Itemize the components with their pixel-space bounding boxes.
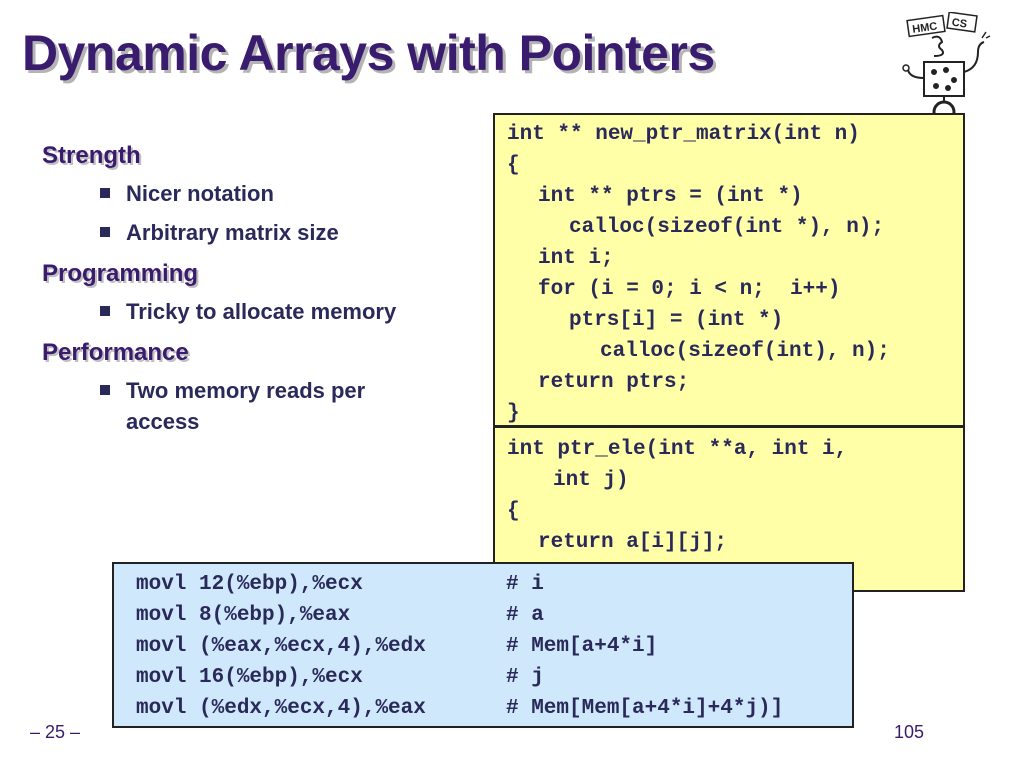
code-line: calloc(sizeof(int *), n); [569, 216, 885, 239]
assembly-listing: movl 12(%ebp),%ecx # i movl 8(%ebp),%eax… [112, 562, 854, 728]
code-new-ptr-matrix: int ** new_ptr_matrix(int n) { int ** pt… [493, 113, 965, 427]
asm-comment: # Mem[Mem[a+4*i]+4*j)] [506, 697, 784, 720]
code-line: for (i = 0; i < n; i++) [538, 278, 841, 301]
code-line: } [507, 402, 520, 425]
asm-row: movl 8(%ebp),%eax # a [136, 600, 852, 631]
performance-bullets: Two memory reads per access [42, 375, 472, 437]
programming-bullets: Tricky to allocate memory [42, 296, 472, 327]
heading-performance: Performance [42, 339, 189, 366]
code-line: calloc(sizeof(int), n); [600, 340, 890, 363]
slide-number: 105 [894, 722, 925, 742]
bullet-arbitrary-size: Arbitrary matrix size [42, 217, 472, 248]
code-line: { [507, 154, 520, 177]
code-line: return a[i][j]; [538, 531, 728, 554]
asm-instruction: movl 8(%ebp),%eax [136, 604, 351, 627]
asm-comment: # Mem[a+4*i] [506, 635, 658, 658]
code-line: int ptr_ele(int **a, int i, [507, 438, 848, 461]
code-line: int i; [538, 247, 614, 270]
asm-comment: # j [506, 666, 544, 689]
bullet-two-memory-reads: Two memory reads per access [42, 375, 416, 437]
asm-instruction: movl (%edx,%ecx,4),%eax [136, 697, 426, 720]
outline-list: Strength Nicer notation Arbitrary matrix… [42, 142, 472, 449]
asm-row: movl 16(%ebp),%ecx # j [136, 662, 852, 693]
code-line: int j) [553, 469, 629, 492]
code-line: { [507, 500, 520, 523]
code-line: int ** ptrs = (int *) [538, 185, 803, 208]
asm-row: movl 12(%ebp),%ecx # i [136, 569, 852, 600]
bullet-tricky-allocate: Tricky to allocate memory [42, 296, 472, 327]
heading-strength: Strength [42, 142, 141, 169]
asm-instruction: movl 12(%ebp),%ecx [136, 573, 363, 596]
asm-comment: # a [506, 604, 544, 627]
svg-text:HMC: HMC [912, 20, 939, 35]
page-label: – 25 – [30, 722, 81, 742]
heading-programming: Programming [42, 260, 199, 287]
bullet-nicer-notation: Nicer notation [42, 178, 472, 209]
asm-instruction: movl (%eax,%ecx,4),%edx [136, 635, 426, 658]
code-line: int ** new_ptr_matrix(int n) [507, 123, 860, 146]
hmc-cs-robot-logo: HMC CS [902, 12, 991, 122]
svg-text:CS: CS [951, 17, 968, 31]
asm-comment: # i [506, 573, 544, 596]
code-line: return ptrs; [538, 371, 690, 394]
strength-bullets: Nicer notation Arbitrary matrix size [42, 178, 472, 248]
code-line: ptrs[i] = (int *) [569, 309, 784, 332]
asm-row: movl (%edx,%ecx,4),%eax # Mem[Mem[a+4*i]… [136, 693, 852, 724]
asm-instruction: movl 16(%ebp),%ecx [136, 666, 363, 689]
slide-title: Dynamic Arrays with Pointers [22, 25, 715, 81]
asm-row: movl (%eax,%ecx,4),%edx # Mem[a+4*i] [136, 631, 852, 662]
